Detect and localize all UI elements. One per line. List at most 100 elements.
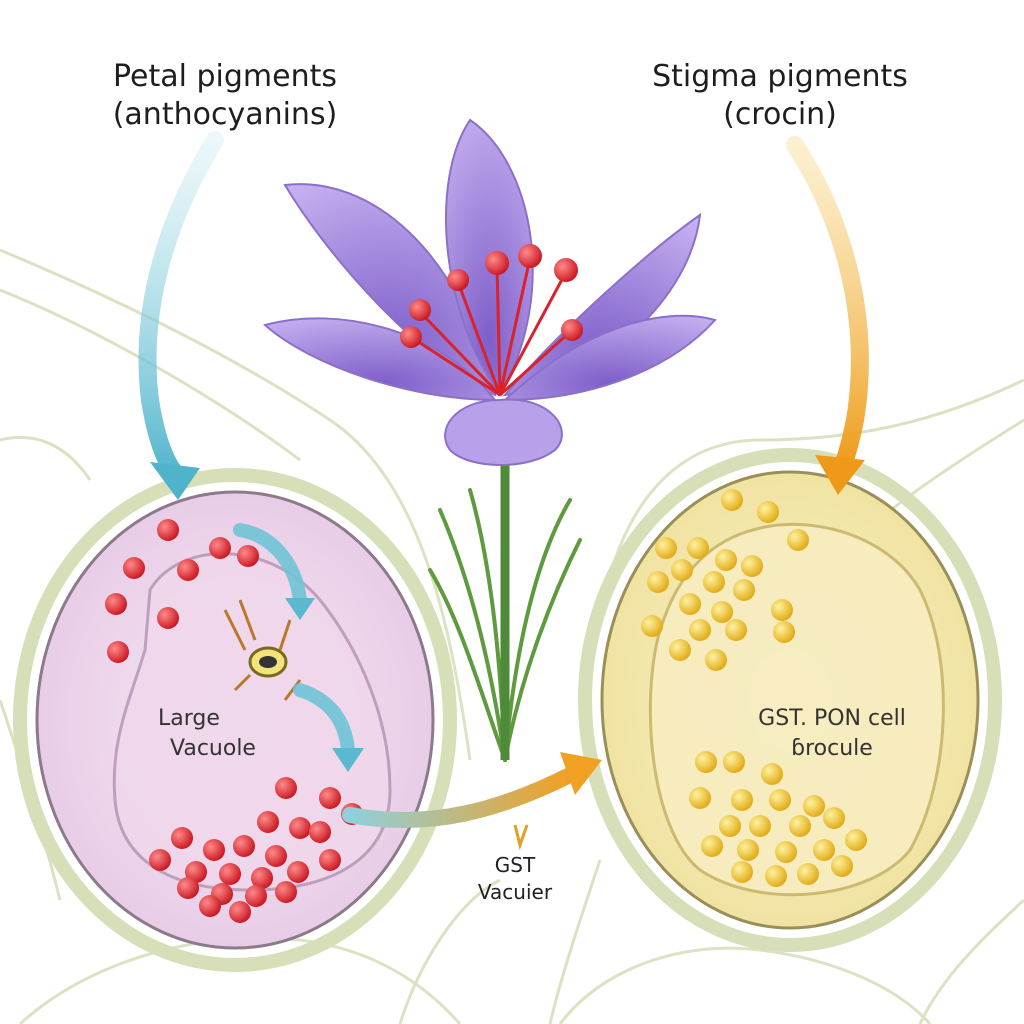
left-cell-label: Large Vacuole xyxy=(140,704,300,763)
crocin-granule xyxy=(741,555,763,577)
crocin-granule xyxy=(705,649,727,671)
crocin-granule xyxy=(655,537,677,559)
crocin-granule xyxy=(641,615,663,637)
left-petal-cell xyxy=(13,468,457,972)
anthocyanin-granule xyxy=(257,811,279,833)
crocin-granule xyxy=(671,559,693,581)
crocin-granule xyxy=(823,807,845,829)
crocin-granules xyxy=(641,489,867,887)
crocin-granule xyxy=(773,621,795,643)
anthocyanin-granules xyxy=(105,519,363,923)
anthocyanin-granule xyxy=(289,817,311,839)
anthocyanin-granule xyxy=(219,863,241,885)
transport-arrow xyxy=(342,752,602,851)
saffron-flower xyxy=(262,118,717,762)
crocin-granule xyxy=(737,839,759,861)
crocin-granule xyxy=(731,861,753,883)
petal-front xyxy=(444,398,563,466)
anthocyanin-granule xyxy=(209,537,231,559)
left-cell-arrow-lower xyxy=(293,683,355,757)
anthocyanin-granule xyxy=(275,881,297,903)
anthocyanin-granule xyxy=(309,821,331,843)
stigma-pigment-arrow xyxy=(786,136,869,495)
right-cell-label: GST. PON cell ɓrocule xyxy=(722,704,942,763)
anthocyanin-granule xyxy=(319,849,341,871)
petal-pigments-line2: (anthocyanins) xyxy=(112,96,338,132)
crocin-granule xyxy=(703,571,725,593)
anthocyanin-granule xyxy=(319,787,341,809)
anthocyanin-granule xyxy=(275,777,297,799)
anthocyanin-granule xyxy=(287,861,309,883)
crocin-granule xyxy=(789,815,811,837)
right-stigma-cell xyxy=(578,448,1002,952)
anthocyanin-granule xyxy=(199,895,221,917)
crocin-granule xyxy=(831,855,853,877)
crocin-granule xyxy=(733,579,755,601)
crocin-granule xyxy=(687,537,709,559)
stigma-pigments-line2: (crocin) xyxy=(723,96,837,132)
crocin-granule xyxy=(679,593,701,615)
bottom-label: GST Vacuier xyxy=(450,852,580,906)
stigma-tips xyxy=(400,244,583,348)
crocin-granule xyxy=(813,839,835,861)
anthocyanin-granule xyxy=(177,877,199,899)
stigma-pigments-line1: Stigma pigments xyxy=(652,59,908,94)
crocin-granule xyxy=(701,835,723,857)
anthocyanin-granule xyxy=(157,519,179,541)
left-cell-arrow-lower-head xyxy=(332,748,364,772)
anthocyanin-granule xyxy=(233,835,255,857)
anthocyanin-granule xyxy=(237,545,259,567)
crocin-granule xyxy=(723,751,745,773)
anthocyanin-granule xyxy=(107,641,129,663)
bottom-label-line2: Vacuier xyxy=(477,880,553,904)
anthocyanin-granule xyxy=(265,845,287,867)
anthocyanin-granule xyxy=(149,849,171,871)
crocin-granule xyxy=(771,599,793,621)
left-cell-arrow-upper xyxy=(233,523,307,607)
petal-right xyxy=(502,314,717,402)
right-cell-label-line1: GST. PON cell xyxy=(758,706,906,731)
crocin-granule xyxy=(757,501,779,523)
crocin-granule xyxy=(731,789,753,811)
crocin-granule xyxy=(803,795,825,817)
crocin-granule xyxy=(761,763,783,785)
crocin-granule xyxy=(765,865,787,887)
crocin-granule xyxy=(715,549,737,571)
petal-left xyxy=(262,317,498,402)
left-cell-label-line2: Vacuole xyxy=(170,735,256,761)
crocin-granule xyxy=(669,639,691,661)
crocin-granule xyxy=(721,489,743,511)
anthocyanin-granule xyxy=(203,839,225,861)
anthocyanin-granule xyxy=(245,885,267,907)
crocin-granule xyxy=(689,787,711,809)
left-cell-label-line1: Large xyxy=(158,706,220,731)
anthocyanin-granule xyxy=(105,593,127,615)
anthocyanin-granule xyxy=(157,607,179,629)
petal-pigments-title: Petal pigments (anthocyanins) xyxy=(60,58,390,133)
petal-pigment-arrow xyxy=(138,131,224,500)
stigma-pigments-title: Stigma pigments (crocin) xyxy=(620,58,940,133)
nucleus xyxy=(223,599,302,701)
bottom-label-line1: GST xyxy=(494,853,536,877)
anthocyanin-granule xyxy=(177,559,199,581)
anthocyanin-granule xyxy=(229,901,251,923)
crocin-granule xyxy=(695,751,717,773)
stigmas xyxy=(410,257,574,397)
crocin-granule xyxy=(689,619,711,641)
crocin-granule xyxy=(719,815,741,837)
crocin-granule xyxy=(775,841,797,863)
crocin-granule xyxy=(647,571,669,593)
crocin-granule xyxy=(769,789,791,811)
crocin-granule xyxy=(787,529,809,551)
left-cell-arrow-upper-head xyxy=(285,598,315,620)
crocin-granule xyxy=(725,619,747,641)
crocin-granule xyxy=(845,829,867,851)
anthocyanin-granule xyxy=(123,557,145,579)
crocin-granule xyxy=(797,863,819,885)
crocin-granule xyxy=(711,601,733,623)
anthocyanin-granule xyxy=(171,827,193,849)
right-cell-label-line2: ɓrocule xyxy=(791,735,873,761)
crocin-granule xyxy=(749,815,771,837)
petal-pigments-line1: Petal pigments xyxy=(112,59,337,94)
